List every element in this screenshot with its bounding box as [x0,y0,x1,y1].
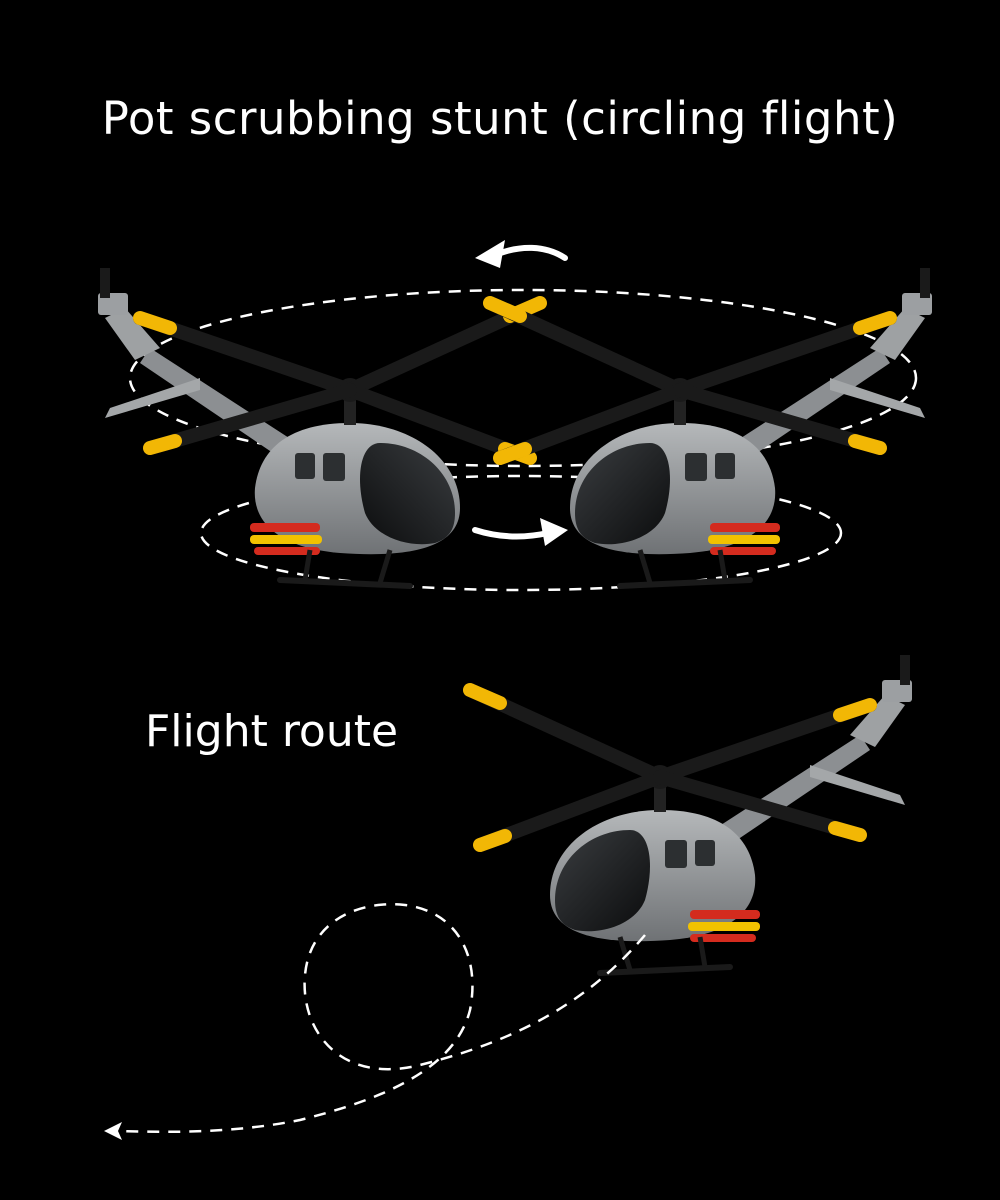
route-helicopter [470,655,912,973]
right-helicopter [490,268,932,586]
route-arrowhead-icon [104,1122,122,1140]
arrow-right-icon [472,518,568,546]
flight-route-path [119,903,646,1134]
outer-orbit-path [128,288,918,468]
inner-orbit-path [199,474,843,592]
page-title: Pot scrubbing stunt (circling flight) [101,92,899,146]
arrow-left-icon [475,240,568,268]
left-helicopter [98,268,540,586]
flight-route-label: Flight route [145,706,399,757]
